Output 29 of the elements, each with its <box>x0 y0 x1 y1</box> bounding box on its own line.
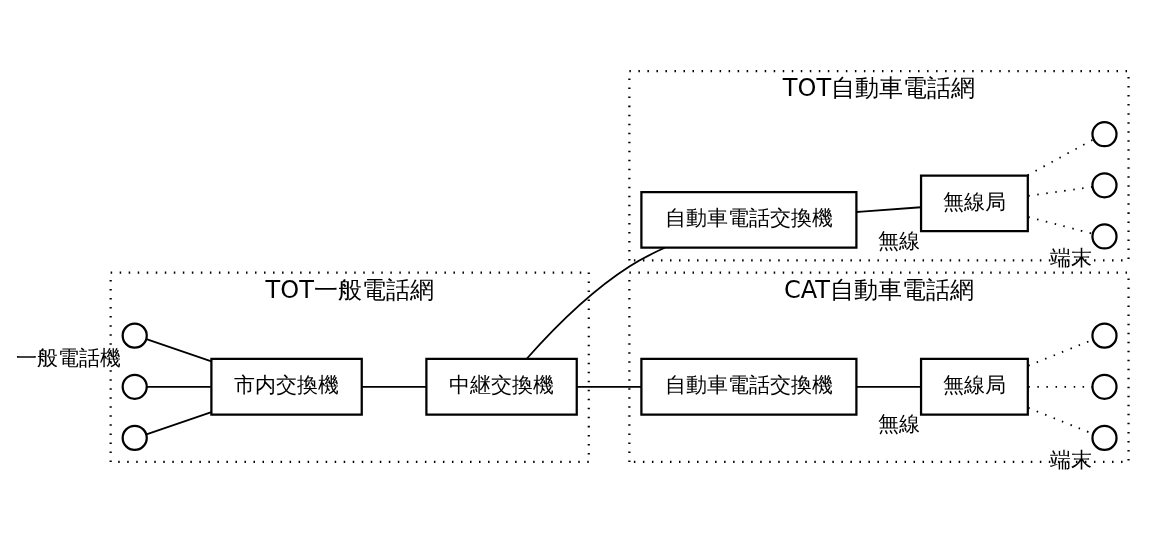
node-box: 無線局 <box>919 174 1029 233</box>
connector <box>1027 185 1094 197</box>
node-box: 中継交換機 <box>425 357 578 416</box>
node-label: 端末 <box>1049 446 1092 472</box>
node-circle <box>121 322 148 349</box>
connector <box>145 411 212 436</box>
node-label: 無線 <box>878 411 921 437</box>
connector <box>146 385 212 388</box>
node-box: 自動車電話交換機 <box>640 357 858 416</box>
node-circle <box>121 373 148 400</box>
connector <box>855 385 922 388</box>
connector <box>855 206 922 213</box>
node-label: 端末 <box>1049 245 1092 271</box>
node-box: 無線局 <box>919 357 1029 416</box>
node-circle <box>1091 373 1118 400</box>
node-box: 自動車電話交換機 <box>640 190 858 249</box>
node-circle <box>1091 322 1118 349</box>
connector <box>1027 216 1094 235</box>
node-circle <box>1091 121 1118 148</box>
connector <box>576 385 643 388</box>
connector <box>361 385 428 388</box>
node-label: 無線 <box>878 228 921 254</box>
node-circle <box>121 424 148 452</box>
node-circle <box>1091 172 1118 199</box>
connector <box>145 338 212 363</box>
connector <box>1026 138 1095 177</box>
node-circle <box>1091 424 1118 452</box>
node-circle <box>1091 223 1118 250</box>
node-box: 市内交換機 <box>210 357 363 416</box>
